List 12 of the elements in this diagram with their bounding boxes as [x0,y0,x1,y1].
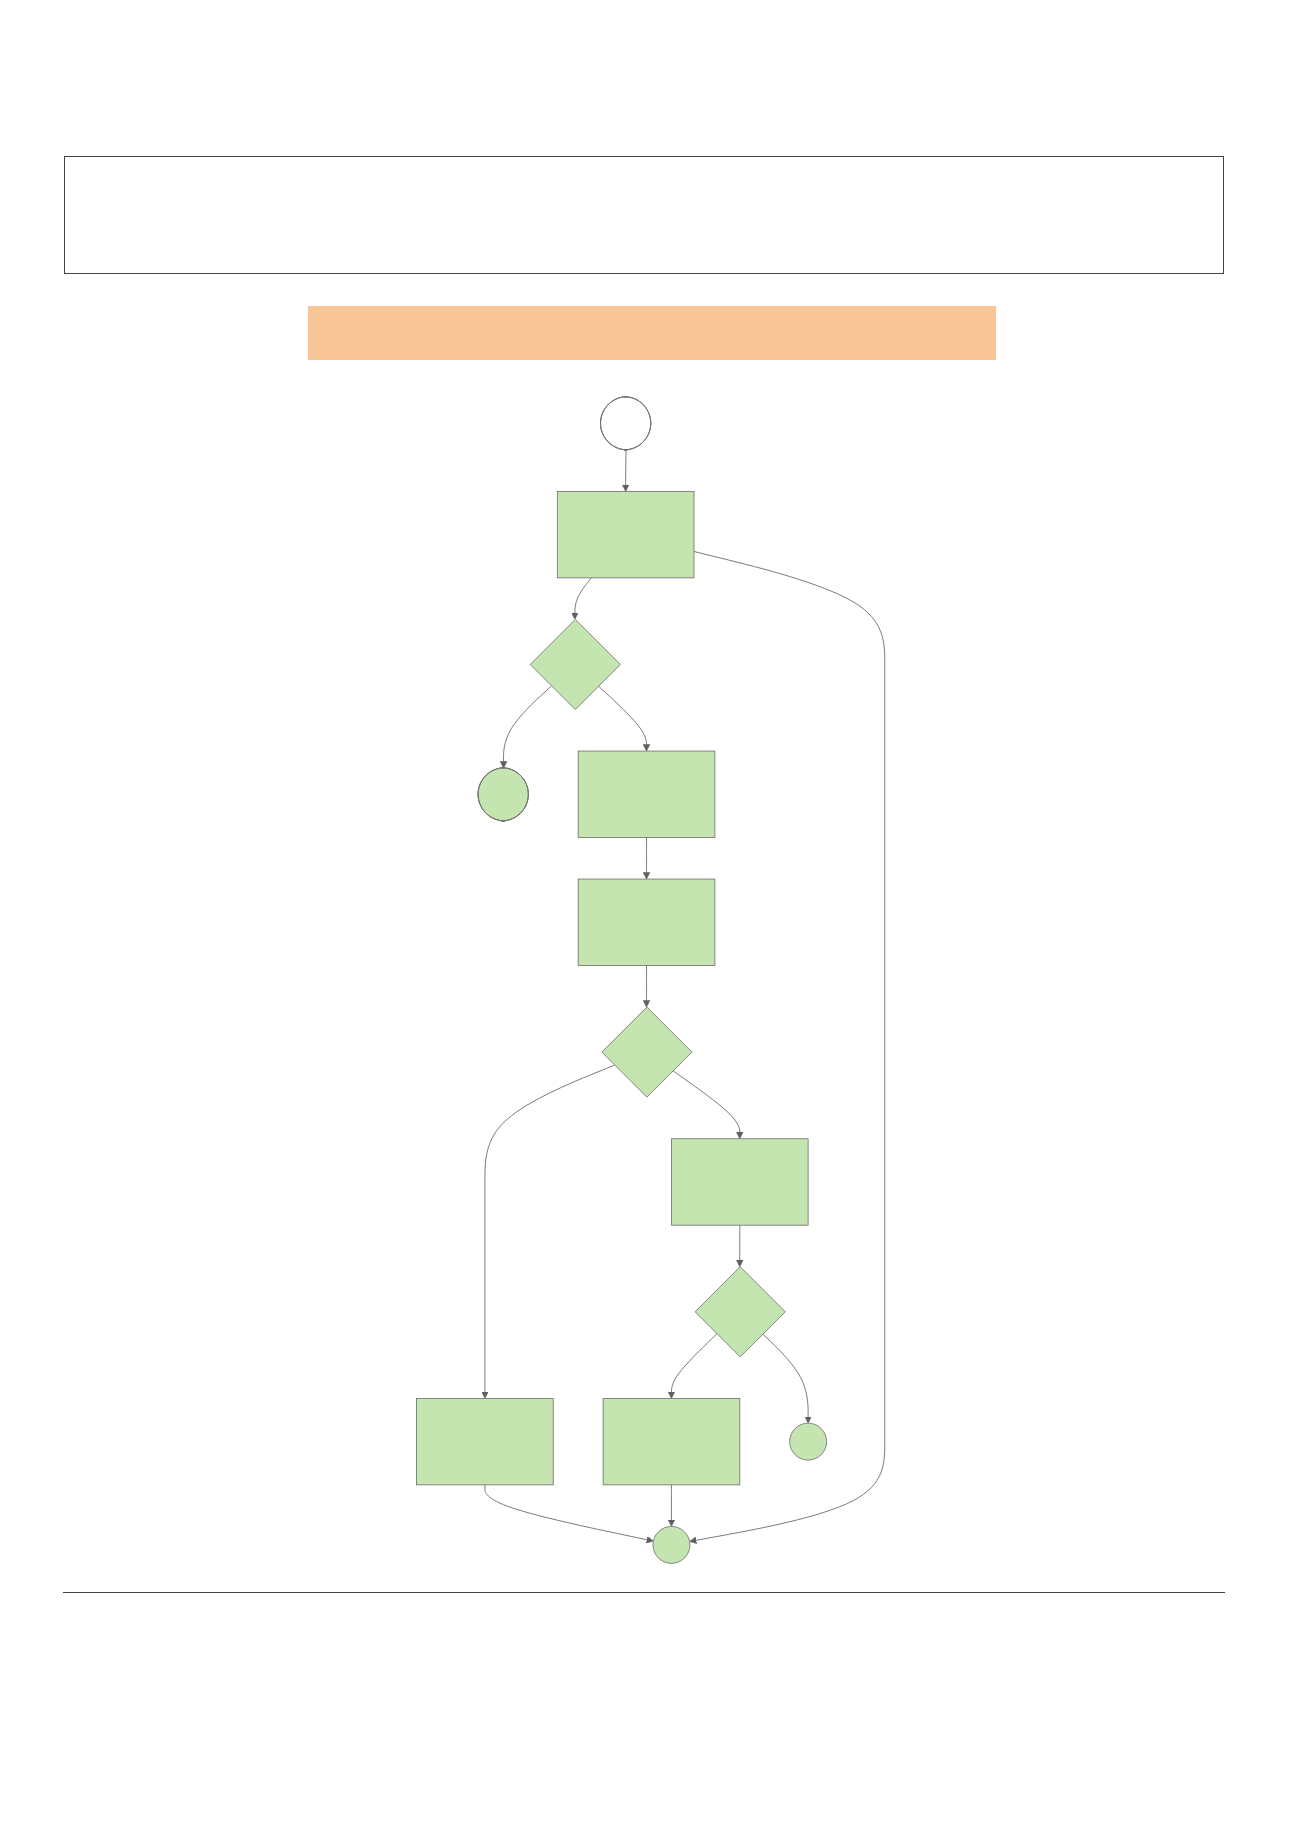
node-diamond [694,1266,786,1358]
node-box [577,750,716,838]
node-box [556,490,695,579]
title-band [308,306,996,360]
node-diamond [529,618,621,710]
node-circle [652,1526,691,1564]
node-box [670,1138,809,1226]
node-box [416,1398,554,1486]
node-circle [789,1422,827,1461]
node-box [602,1398,741,1486]
node-box [577,878,716,966]
node-diamond [601,1006,693,1098]
